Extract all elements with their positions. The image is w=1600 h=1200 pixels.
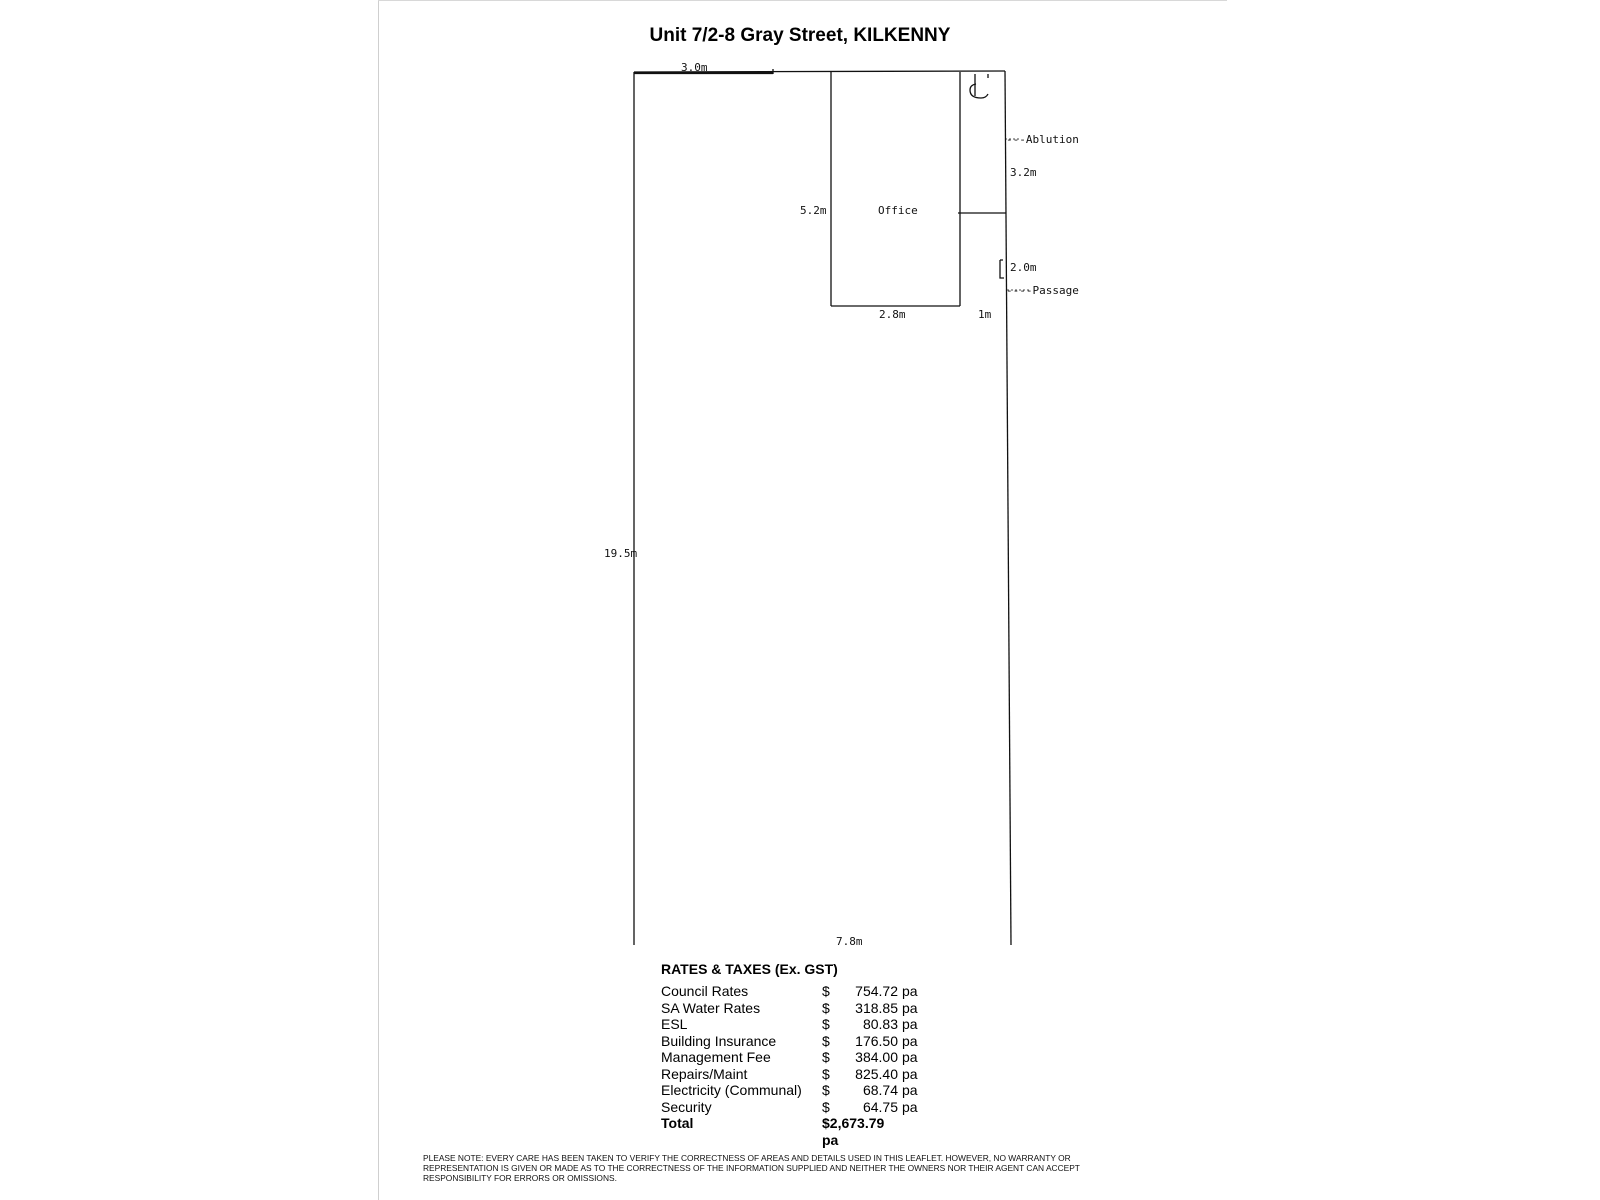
rate-unit: pa (902, 1065, 918, 1082)
rate-amount: 68.74 (862, 1082, 898, 1098)
rate-amount: 80.83 (862, 1016, 898, 1032)
passage-door (999, 259, 1004, 279)
rate-name: Building Insurance (661, 1032, 777, 1049)
ablution-depth-label: 3.2m (1010, 166, 1037, 179)
rate-amount: 825.40 (855, 1065, 898, 1082)
side-length-label: 19.5m (604, 547, 637, 560)
rate-name: ESL (661, 1016, 688, 1032)
rate-unit: pa (902, 1098, 918, 1115)
top-wall (633, 70, 1006, 73)
rate-unit: pa (902, 1016, 918, 1032)
right-wall (1004, 70, 1012, 946)
rate-unit: pa (902, 1082, 918, 1098)
rate-row: Council Rates $ 754.72 pa (661, 983, 930, 1000)
rates-and-taxes: RATES & TAXES (Ex. GST) Council Rates $ … (661, 961, 930, 1148)
office-width-label: 2.8m (879, 308, 906, 321)
rate-name: Management Fee (661, 1049, 771, 1065)
rate-row: Management Fee $ 384.00 pa (661, 1049, 930, 1066)
rate-name: Security (661, 1098, 712, 1115)
sheet-left-edge (378, 0, 379, 1200)
rate-unit: pa (902, 999, 918, 1016)
rate-amount: 754.72 (855, 983, 898, 999)
rate-row: Building Insurance $ 176.50 pa (661, 1033, 930, 1050)
passage-depth-label: 2.0m (1010, 261, 1037, 274)
rates-heading: RATES & TAXES (Ex. GST) (661, 961, 838, 977)
rate-name: Electricity (Communal) (661, 1082, 802, 1098)
disclaimer-note: PLEASE NOTE: EVERY CARE HAS BEEN TAKEN T… (423, 1153, 1080, 1183)
bottom-width-label: 7.8m (836, 935, 863, 948)
rate-currency: $ (822, 1016, 830, 1032)
office-depth-label: 5.2m (800, 204, 827, 217)
rate-name: SA Water Rates (661, 999, 761, 1016)
rate-unit: pa (902, 983, 918, 999)
rate-currency: $ (822, 1032, 830, 1049)
rate-row: SA Water Rates $ 318.85 pa (661, 1000, 930, 1017)
sheet-top-edge (378, 0, 1227, 1)
rate-row: Repairs/Maint $ 825.40 pa (661, 1066, 930, 1083)
rate-currency: $ (822, 1082, 830, 1098)
rate-row: Electricity (Communal) $ 68.74 pa (661, 1082, 930, 1099)
rate-amount: 384.00 (855, 1049, 898, 1065)
rate-currency: $ (822, 1098, 830, 1115)
ablution-label: ---Ablution (1006, 133, 1079, 146)
floor-plan: 3.0m ---Ablution 3.2m 5.2m Office 2.0m -… (604, 61, 1079, 948)
top-width-label: 3.0m (681, 61, 708, 74)
rate-currency: $ (822, 1049, 830, 1065)
rate-name: Repairs/Maint (661, 1065, 748, 1082)
passage-width-label: 1m (978, 308, 992, 321)
passage-label: ----Passage (1006, 284, 1079, 297)
rate-currency: $ (822, 983, 830, 999)
page-title: Unit 7/2-8 Gray Street, KILKENNY (649, 25, 951, 46)
rate-currency: $ (822, 999, 830, 1016)
rate-unit: pa (902, 1032, 918, 1049)
rate-name: Council Rates (661, 983, 749, 999)
rate-row: ESL $ 80.83 pa (661, 1016, 930, 1033)
rate-total-row: Total $2,673.79 pa (661, 1115, 930, 1148)
rate-currency: $ (822, 1065, 830, 1082)
office-label: Office (878, 204, 918, 217)
wc-symbol (969, 74, 989, 99)
plan-walls (633, 69, 1030, 946)
rate-amount: 64.75 (862, 1098, 898, 1115)
rate-amount: 318.85 (855, 999, 898, 1016)
rate-unit: pa (902, 1049, 918, 1065)
rate-total-value: $2,673.79 pa (822, 1115, 885, 1148)
rate-amount: 176.50 (855, 1032, 898, 1049)
rate-row: Security $ 64.75 pa (661, 1099, 930, 1116)
rate-total-label: Total (661, 1115, 694, 1131)
